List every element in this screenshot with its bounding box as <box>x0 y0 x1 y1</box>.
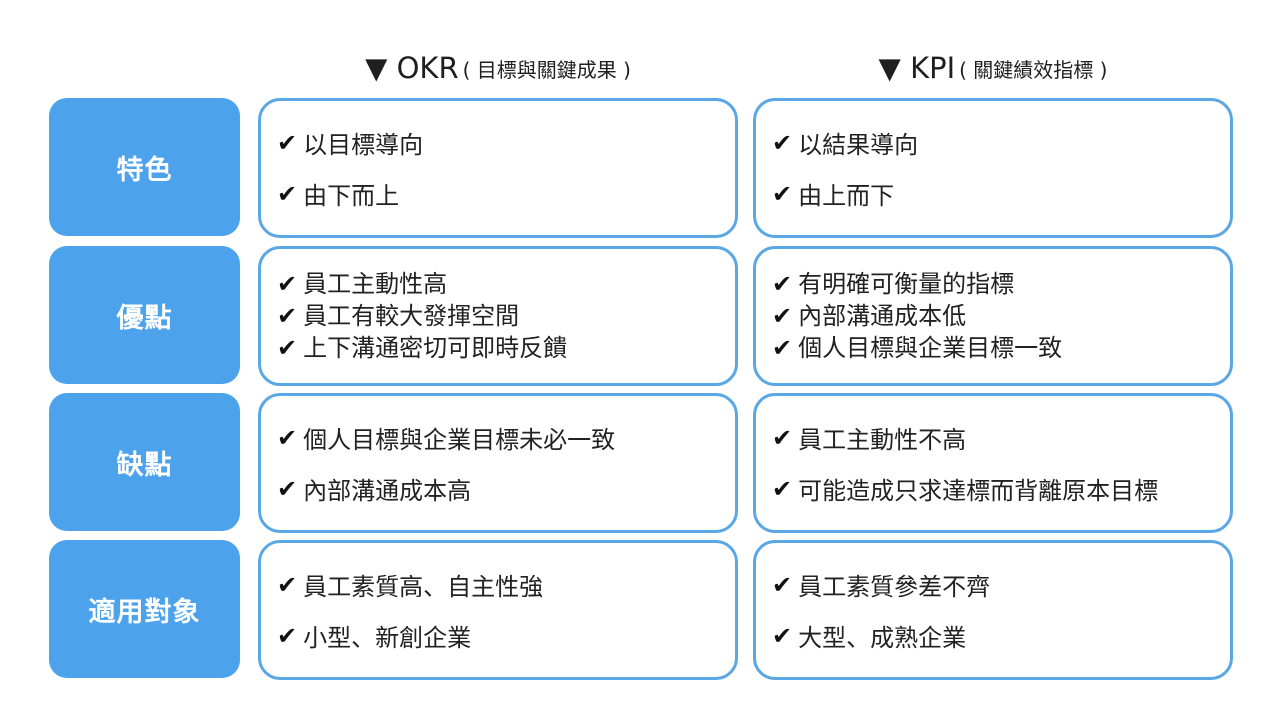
row-label-features: 特色 <box>49 98 240 236</box>
kpi-header-subtitle: ( 關鍵績效指標 ) <box>959 57 1108 82</box>
item-text: 由上而下 <box>798 182 895 210</box>
kpi-disadvantages-box: ✔員工主動性不高 ✔可能造成只求達標而背離原本目標 <box>753 393 1233 533</box>
check-icon: ✔ <box>772 270 793 298</box>
list-item: ✔由下而上 <box>277 176 735 211</box>
check-icon: ✔ <box>772 474 793 503</box>
list-item: ✔個人目標與企業目標未必一致 <box>277 420 735 455</box>
item-text: 員工素質參差不齊 <box>798 573 991 601</box>
item-text: 內部溝通成本低 <box>798 302 967 330</box>
row-label-advantages: 優點 <box>49 246 240 384</box>
check-icon: ✔ <box>277 570 298 599</box>
item-text: 個人目標與企業目標未必一致 <box>303 426 616 454</box>
item-text: 大型、成熟企業 <box>798 624 967 652</box>
okr-suitable-box: ✔員工素質高、自主性強 ✔小型、新創企業 <box>258 540 738 680</box>
check-icon: ✔ <box>277 302 298 330</box>
check-icon: ✔ <box>772 302 793 330</box>
list-item: ✔員工有較大發揮空間 <box>277 300 735 332</box>
okr-advantages-box: ✔員工主動性高 ✔員工有較大發揮空間 ✔上下溝通密切可即時反饋 <box>258 246 738 386</box>
row-advantages: 優點 ✔員工主動性高 ✔員工有較大發揮空間 ✔上下溝通密切可即時反饋 ✔有明確可… <box>0 246 1280 386</box>
okr-disadvantages-box: ✔個人目標與企業目標未必一致 ✔內部溝通成本高 <box>258 393 738 533</box>
list-item: ✔員工素質高、自主性強 <box>277 567 735 602</box>
row-features: 特色 ✔以目標導向 ✔由下而上 ✔以結果導向 ✔由上而下 <box>0 98 1280 238</box>
okr-header-title: ▼ OKR <box>365 51 459 85</box>
kpi-advantages-box: ✔有明確可衡量的指標 ✔內部溝通成本低 ✔個人目標與企業目標一致 <box>753 246 1233 386</box>
check-icon: ✔ <box>772 334 793 362</box>
item-text: 內部溝通成本高 <box>303 477 472 505</box>
item-text: 以目標導向 <box>303 131 424 159</box>
item-text: 個人目標與企業目標一致 <box>798 334 1063 362</box>
item-text: 可能造成只求達標而背離原本目標 <box>798 477 1159 505</box>
list-item: ✔小型、新創企業 <box>277 618 735 653</box>
kpi-column-header: ▼ KPI ( 關鍵績效指標 ) <box>754 46 1232 90</box>
kpi-suitable-box: ✔員工素質參差不齊 ✔大型、成熟企業 <box>753 540 1233 680</box>
list-item: ✔由上而下 <box>772 176 1230 211</box>
check-icon: ✔ <box>772 423 793 452</box>
check-icon: ✔ <box>772 570 793 599</box>
okr-column-header: ▼ OKR ( 目標與關鍵成果 ) <box>258 46 738 90</box>
list-item: ✔個人目標與企業目標一致 <box>772 332 1230 364</box>
list-item: ✔可能造成只求達標而背離原本目標 <box>772 471 1230 506</box>
list-item: ✔員工主動性高 <box>277 268 735 300</box>
okr-features-box: ✔以目標導向 ✔由下而上 <box>258 98 738 238</box>
row-label-disadvantages: 缺點 <box>49 393 240 531</box>
check-icon: ✔ <box>772 128 793 157</box>
check-icon: ✔ <box>772 179 793 208</box>
item-text: 員工有較大發揮空間 <box>303 302 520 330</box>
item-text: 上下溝通密切可即時反饋 <box>303 334 568 362</box>
list-item: ✔有明確可衡量的指標 <box>772 268 1230 300</box>
list-item: ✔大型、成熟企業 <box>772 618 1230 653</box>
list-item: ✔內部溝通成本低 <box>772 300 1230 332</box>
list-item: ✔上下溝通密切可即時反饋 <box>277 332 735 364</box>
check-icon: ✔ <box>277 128 298 157</box>
kpi-header-title: ▼ KPI <box>878 51 956 85</box>
list-item: ✔內部溝通成本高 <box>277 471 735 506</box>
item-text: 小型、新創企業 <box>303 624 472 652</box>
item-text: 員工主動性不高 <box>798 426 967 454</box>
check-icon: ✔ <box>277 334 298 362</box>
list-item: ✔員工主動性不高 <box>772 420 1230 455</box>
row-disadvantages: 缺點 ✔個人目標與企業目標未必一致 ✔內部溝通成本高 ✔員工主動性不高 ✔可能造… <box>0 393 1280 533</box>
item-text: 員工主動性高 <box>303 270 448 298</box>
item-text: 有明確可衡量的指標 <box>798 270 1015 298</box>
check-icon: ✔ <box>277 621 298 650</box>
list-item: ✔以結果導向 <box>772 125 1230 160</box>
okr-header-subtitle: ( 目標與關鍵成果 ) <box>462 57 631 82</box>
row-suitable-for: 適用對象 ✔員工素質高、自主性強 ✔小型、新創企業 ✔員工素質參差不齊 ✔大型、… <box>0 540 1280 680</box>
check-icon: ✔ <box>277 474 298 503</box>
list-item: ✔以目標導向 <box>277 125 735 160</box>
item-text: 以結果導向 <box>798 131 919 159</box>
row-label-suitable-for: 適用對象 <box>49 540 240 678</box>
check-icon: ✔ <box>277 179 298 208</box>
check-icon: ✔ <box>277 270 298 298</box>
check-icon: ✔ <box>772 621 793 650</box>
list-item: ✔員工素質參差不齊 <box>772 567 1230 602</box>
check-icon: ✔ <box>277 423 298 452</box>
kpi-features-box: ✔以結果導向 ✔由上而下 <box>753 98 1233 238</box>
item-text: 由下而上 <box>303 182 400 210</box>
item-text: 員工素質高、自主性強 <box>303 573 544 601</box>
